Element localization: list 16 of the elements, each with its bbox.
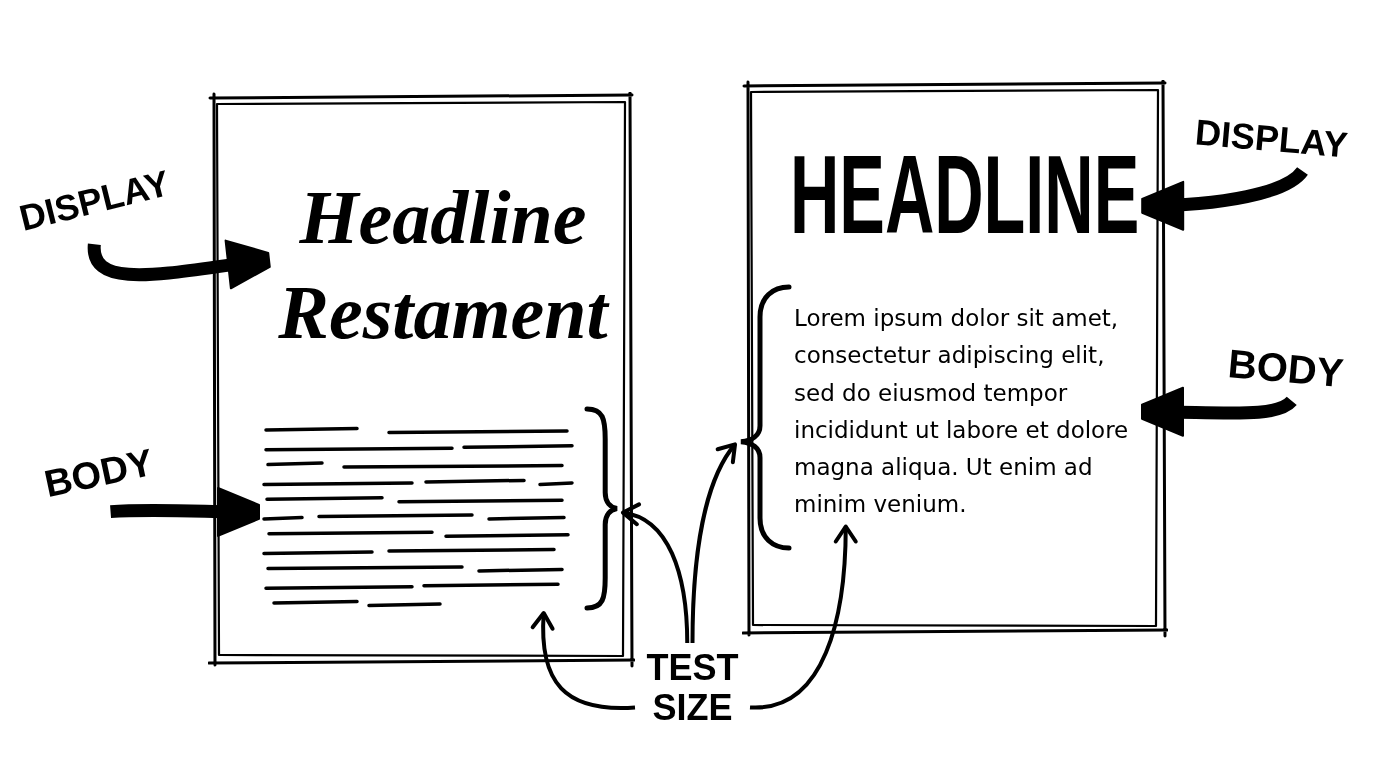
callout-label: BODY xyxy=(40,441,158,507)
body-paragraph: Lorem ipsum dolor sit amet, consectetur adipiscing elit, sed do eiusmod tempor incididunt ut labore et dolore magna aliqua. Ut enim ad minim venium. xyxy=(794,300,1139,524)
curved-arrow xyxy=(749,524,858,710)
curved-arrow xyxy=(621,504,690,644)
curly-brace xyxy=(583,405,620,612)
page xyxy=(742,80,1168,638)
curly-brace xyxy=(738,283,793,552)
callout-label: DISPLAY xyxy=(15,162,174,240)
headline: HEADLINE xyxy=(790,142,1140,249)
callout-label: DISPLAY xyxy=(1193,111,1350,166)
page xyxy=(208,92,635,668)
callout-label: TEST SIZE xyxy=(640,648,745,728)
curved-arrow xyxy=(531,611,636,710)
curved-arrow xyxy=(690,442,737,644)
placeholder-text-lines xyxy=(262,425,575,610)
callout-label: BODY xyxy=(1226,340,1346,396)
